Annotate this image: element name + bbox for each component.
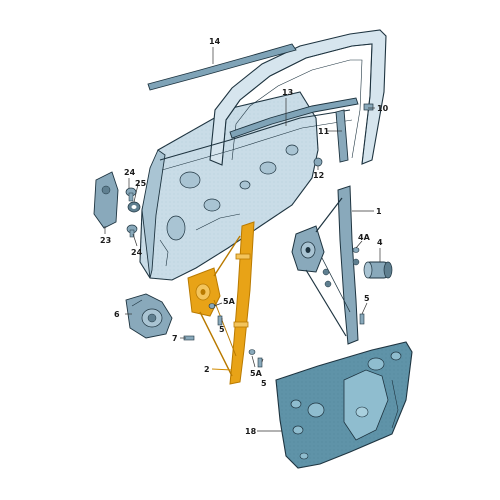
callout-2: 2 [204, 365, 210, 374]
callout-11: 11 [318, 127, 330, 136]
clip-12 [313, 157, 323, 167]
callout-5a-bottom: 5A [250, 369, 263, 378]
callout-6: 6 [114, 310, 120, 319]
weatherstrip-14 [147, 43, 297, 91]
callout-18: 18 [245, 427, 257, 436]
screw-5a-bottom [248, 349, 256, 355]
part-4-motor [363, 261, 393, 279]
callout-10: 10 [377, 104, 389, 113]
callout-7: 7 [172, 334, 178, 343]
part-24-screw-top [125, 187, 137, 202]
bracket-10 [363, 103, 374, 111]
callout-4: 4 [377, 238, 383, 247]
callout-5-bottom: 5 [261, 379, 267, 388]
callout-5-right: 5 [364, 294, 370, 303]
part-4a-clip [352, 247, 360, 253]
part-24-screw-bottom [126, 224, 138, 238]
callout-labels: 14 13 10 11 12 1 24 25 23 24 4A 4 5 6 7 … [100, 37, 389, 436]
guide-rail-11 [335, 109, 349, 163]
leader-lines [104, 47, 381, 432]
screw-5-bottom [257, 357, 263, 368]
screw-5a-top [208, 303, 216, 309]
callout-5a-top: 5A [223, 297, 236, 306]
callout-25: 25 [135, 179, 147, 188]
callout-12: 12 [313, 171, 324, 180]
part-25-nut [127, 201, 141, 213]
callout-13: 13 [282, 88, 293, 97]
callout-24-bottom: 24 [131, 248, 143, 257]
callout-14: 14 [209, 37, 221, 46]
window-regulator-2 [187, 221, 255, 385]
screw-5-top [217, 315, 223, 326]
callout-24-top: 24 [124, 168, 136, 177]
callout-1: 1 [376, 207, 382, 216]
window-regulator-1 [291, 185, 360, 345]
callout-5-top: 5 [219, 325, 225, 334]
door-shell [139, 29, 387, 281]
part-23-bracket [93, 171, 119, 229]
door-panel-18 [275, 341, 413, 469]
part-6-motor [125, 293, 173, 339]
window-channel-13 [229, 97, 359, 139]
callout-4a: 4A [358, 233, 371, 242]
callout-23: 23 [100, 236, 111, 245]
part-5-right-screw [359, 313, 365, 325]
